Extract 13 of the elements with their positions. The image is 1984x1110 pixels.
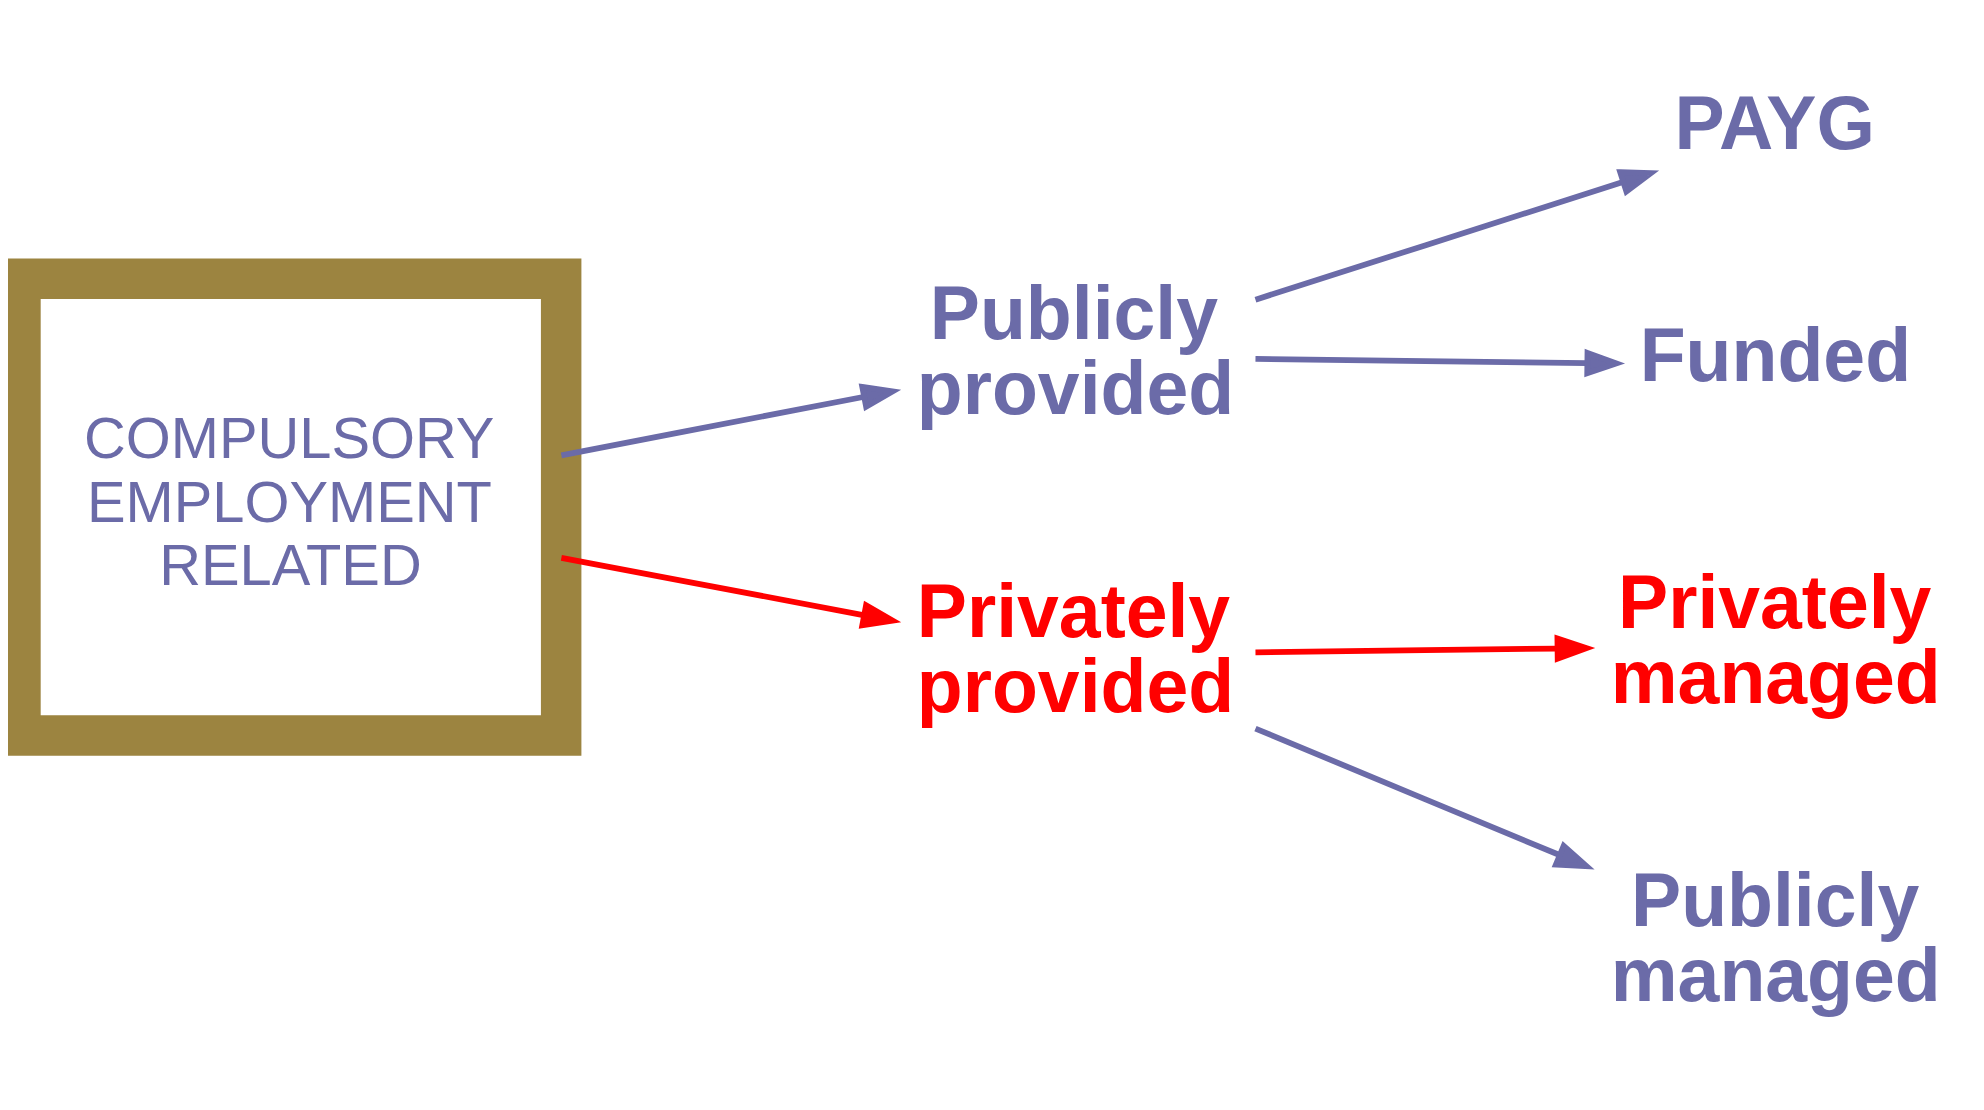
- node-text: Privately provided: [916, 568, 1235, 728]
- arrow: [1254, 168, 1660, 302]
- arrow: [560, 554, 902, 629]
- arrow: [1255, 348, 1626, 377]
- arrow: [1254, 725, 1595, 870]
- node-box: COMPULSORY EMPLOYMENT RELATED: [8, 257, 582, 756]
- arrow: [1255, 633, 1596, 663]
- node-text: Funded: [1639, 312, 1912, 397]
- arrow: [560, 382, 902, 458]
- node-text: PAYG: [1674, 80, 1875, 165]
- node-text: Publicly provided: [916, 270, 1235, 430]
- node-text: Privately managed: [1610, 559, 1941, 719]
- node-text: Publicly managed: [1610, 857, 1941, 1017]
